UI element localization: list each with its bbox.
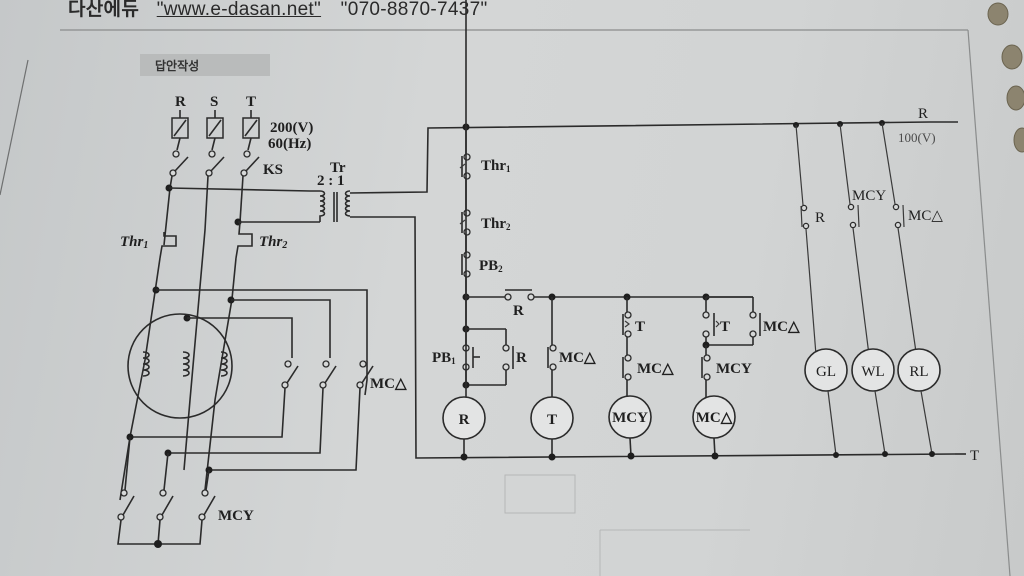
lamp-gl-label: GL — [816, 364, 836, 380]
r-lamp-contact-label: R — [815, 210, 825, 226]
mcd-nc-contact-mcy — [622, 354, 632, 381]
lamp-rl: RL — [897, 348, 941, 392]
r-interlock-contact — [504, 289, 535, 301]
phase-s-label: S — [210, 94, 218, 110]
wire-delta-c-feed — [156, 289, 368, 396]
lamp-wl: WL — [851, 348, 895, 392]
wire-t-lower — [204, 257, 237, 491]
phase-r-label: R — [175, 94, 186, 110]
r-lamp-contact — [800, 204, 810, 230]
fuse-s — [206, 110, 224, 151]
coil-r-label: R — [459, 412, 470, 428]
publisher-phone: "070-8870-7437" — [340, 0, 488, 20]
publisher-header: 다산에듀 "www.e-dasan.net" "070-8870-7437" — [68, 0, 488, 21]
r-holding-contact — [502, 344, 514, 371]
bottom-rail-label: T — [970, 448, 979, 464]
thermal-relay-1 — [159, 232, 177, 259]
knife-switch-label: KS — [263, 162, 283, 178]
fuse-t — [242, 110, 260, 151]
power-circuit: R S T 200(V) 60(Hz — [117, 94, 956, 548]
t-timer-no-label: T — [720, 319, 730, 335]
wire-delta-a-return — [130, 387, 286, 438]
section-tag: 답안작성 — [140, 54, 270, 76]
lamp-rl-label: RL — [909, 364, 928, 380]
mcd-nc-contact-timer — [547, 344, 557, 371]
wire-control-bottom-feed — [350, 216, 956, 459]
supply-frequency: 60(Hz) — [268, 136, 311, 152]
wire-delta-b-feed — [231, 299, 331, 358]
wire-control-top-feed — [349, 121, 931, 194]
t-timer-nc-contact — [622, 311, 632, 338]
thr2-contact-label: Thr2 — [481, 216, 511, 232]
wire-delta-a-feed — [187, 317, 293, 358]
wire-tr-primary-1 — [168, 187, 320, 192]
motor-winding-1 — [142, 351, 150, 377]
mcd-holding-label: MC△ — [763, 319, 800, 335]
mcy-nc-label: MCY — [716, 361, 752, 377]
publisher-brand: 다산에듀 — [68, 0, 140, 20]
mcd-nc-timer-label: MC△ — [559, 350, 596, 366]
coil-mc-delta-label: MC△ — [696, 410, 733, 426]
thermal-relay-2 — [235, 221, 253, 259]
coil-r: R — [442, 396, 486, 440]
motor — [127, 313, 233, 419]
knife-switch — [169, 150, 260, 177]
coil-mcy: MCY — [608, 395, 652, 439]
pb1-label: PB1 — [432, 350, 456, 366]
t-timer-no-contact — [702, 311, 720, 338]
binder-rings — [987, 2, 1024, 153]
phase-t-label: T — [246, 94, 256, 110]
lamp-gl: GL — [804, 348, 848, 392]
fuse-r — [171, 110, 189, 151]
mcy-nc-contact — [701, 354, 711, 381]
coil-mcy-label: MCY — [612, 410, 648, 426]
mcd-nc-mcy-label: MC△ — [637, 361, 674, 377]
mcd-holding-contact — [749, 311, 761, 338]
mcy-lamp-contact — [847, 203, 860, 229]
thermal-relay-2-label: Thr2 — [259, 234, 287, 251]
coil-t-label: T — [547, 412, 557, 428]
transformer — [319, 190, 351, 222]
publisher-url[interactable]: "www.e-dasan.net" — [156, 0, 322, 20]
thr2-nc-contact — [459, 209, 471, 236]
control-circuit: R 100(V) T Thr1 Thr2 — [432, 0, 979, 464]
supply-voltage: 200(V) — [270, 120, 313, 136]
thermal-relay-1-label: Thr1 — [120, 234, 148, 251]
mc-delta-power-label: MC△ — [370, 376, 407, 392]
page-border-left — [0, 59, 29, 196]
thr1-nc-contact — [459, 153, 471, 180]
pb2-label: PB2 — [479, 258, 503, 274]
r-holding-label: R — [516, 350, 527, 366]
transformer-label: Tr — [330, 160, 346, 176]
lamp-wl-label: WL — [861, 364, 884, 380]
motor-winding-2 — [182, 351, 190, 377]
section-tag-label: 답안작성 — [155, 58, 199, 73]
wire-s — [183, 175, 209, 471]
top-rail-voltage: 100(V) — [898, 130, 936, 145]
mcy-power-label: MCY — [218, 508, 254, 524]
mc-delta-power-contacts — [281, 360, 374, 389]
coil-t: T — [530, 396, 574, 440]
wire-r-lower — [119, 257, 161, 501]
bleed-through-marks — [504, 474, 750, 576]
mcd-lamp-contact — [892, 203, 905, 229]
r-interlock-label: R — [513, 303, 524, 319]
t-timer-nc-label: T — [635, 319, 645, 335]
wire-delta-b-return — [168, 387, 324, 454]
mcy-power-contacts — [117, 436, 216, 548]
motor-winding-3 — [220, 351, 228, 377]
wire-t-upper — [239, 175, 244, 223]
thr1-contact-label: Thr1 — [481, 158, 511, 174]
mcd-lamp-contact-label: MC△ — [908, 208, 943, 224]
coil-mc-delta: MC△ — [692, 395, 736, 439]
top-rail-label: R — [918, 106, 928, 122]
transformer-ratio: 2 : 1 — [317, 173, 345, 189]
mcy-lamp-contact-label: MCY — [852, 188, 886, 204]
page-border-right — [967, 29, 1011, 576]
wire-delta-c-return — [210, 387, 361, 471]
